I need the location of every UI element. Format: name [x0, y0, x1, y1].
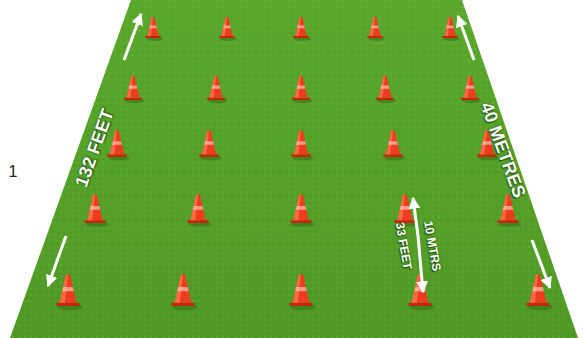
cone: [383, 131, 405, 161]
figure-number: 1: [9, 164, 18, 180]
cone: [145, 17, 163, 41]
spacing-arrow-down: [418, 236, 423, 292]
cone: [293, 17, 311, 41]
right-arrow-up: [458, 16, 474, 60]
cone: [291, 131, 313, 161]
dimension-label: 40 METRES: [477, 100, 528, 200]
cone: [124, 76, 144, 103]
cone: [207, 76, 227, 103]
cone: [526, 275, 552, 311]
cone: [442, 17, 460, 41]
left-arrow-down: [48, 236, 66, 286]
right-arrow-down: [532, 240, 550, 288]
cone: [199, 131, 221, 161]
cone: [376, 76, 396, 103]
cone: [498, 195, 522, 227]
cone: [219, 17, 237, 41]
cone: [292, 76, 312, 103]
cone: [461, 76, 481, 103]
cone: [56, 275, 82, 311]
cone: [107, 131, 129, 161]
cone: [367, 17, 385, 41]
cone: [291, 195, 315, 227]
dimension-label: 33 FEET: [394, 222, 414, 271]
grass-field: [10, 0, 578, 338]
left-arrow-up: [124, 14, 141, 60]
dimension-label: 10 MTRS: [422, 220, 443, 272]
cone: [289, 275, 315, 311]
spacing-arrow-up: [413, 198, 418, 236]
cone-grid: [56, 17, 552, 310]
grass-texture: [10, 0, 578, 338]
dimension-label: 132 FEET: [73, 107, 118, 189]
cone: [171, 275, 197, 311]
dimension-arrows: [48, 14, 550, 292]
cone: [188, 195, 212, 227]
cone: [85, 195, 109, 227]
